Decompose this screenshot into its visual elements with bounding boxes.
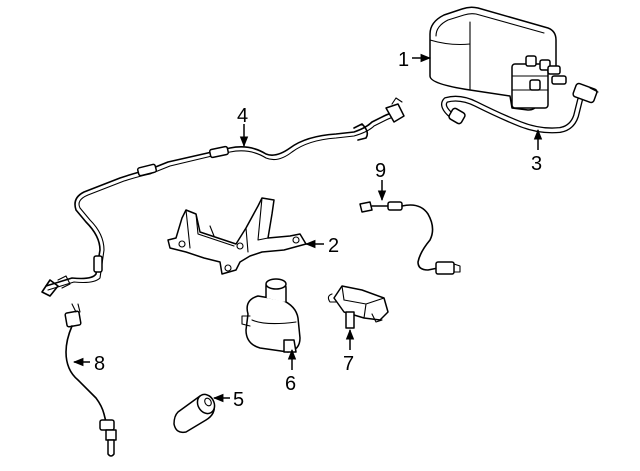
callout-2: 2: [328, 235, 339, 257]
oxygen-sensor-upstream: [359, 201, 461, 275]
callout-4: 4: [237, 105, 248, 127]
callout-9: 9: [375, 160, 386, 182]
oxygen-sensor-downstream: [64, 303, 117, 457]
purge-valve: [241, 278, 301, 353]
callout-8: 8: [94, 353, 105, 375]
mounting-bracket: [167, 197, 307, 275]
callout-7: 7: [343, 353, 354, 375]
filter-cylinder: [173, 393, 216, 434]
callout-leaders: [72, 53, 543, 403]
callout-6: 6: [285, 373, 296, 395]
callout-3: 3: [531, 153, 542, 175]
vapor-line: [41, 97, 405, 297]
callout-1: 1: [398, 49, 409, 71]
pressure-sensor: [327, 285, 389, 329]
vapor-canister: [429, 6, 567, 111]
canister-hose: [441, 82, 599, 134]
callout-5: 5: [233, 389, 244, 411]
